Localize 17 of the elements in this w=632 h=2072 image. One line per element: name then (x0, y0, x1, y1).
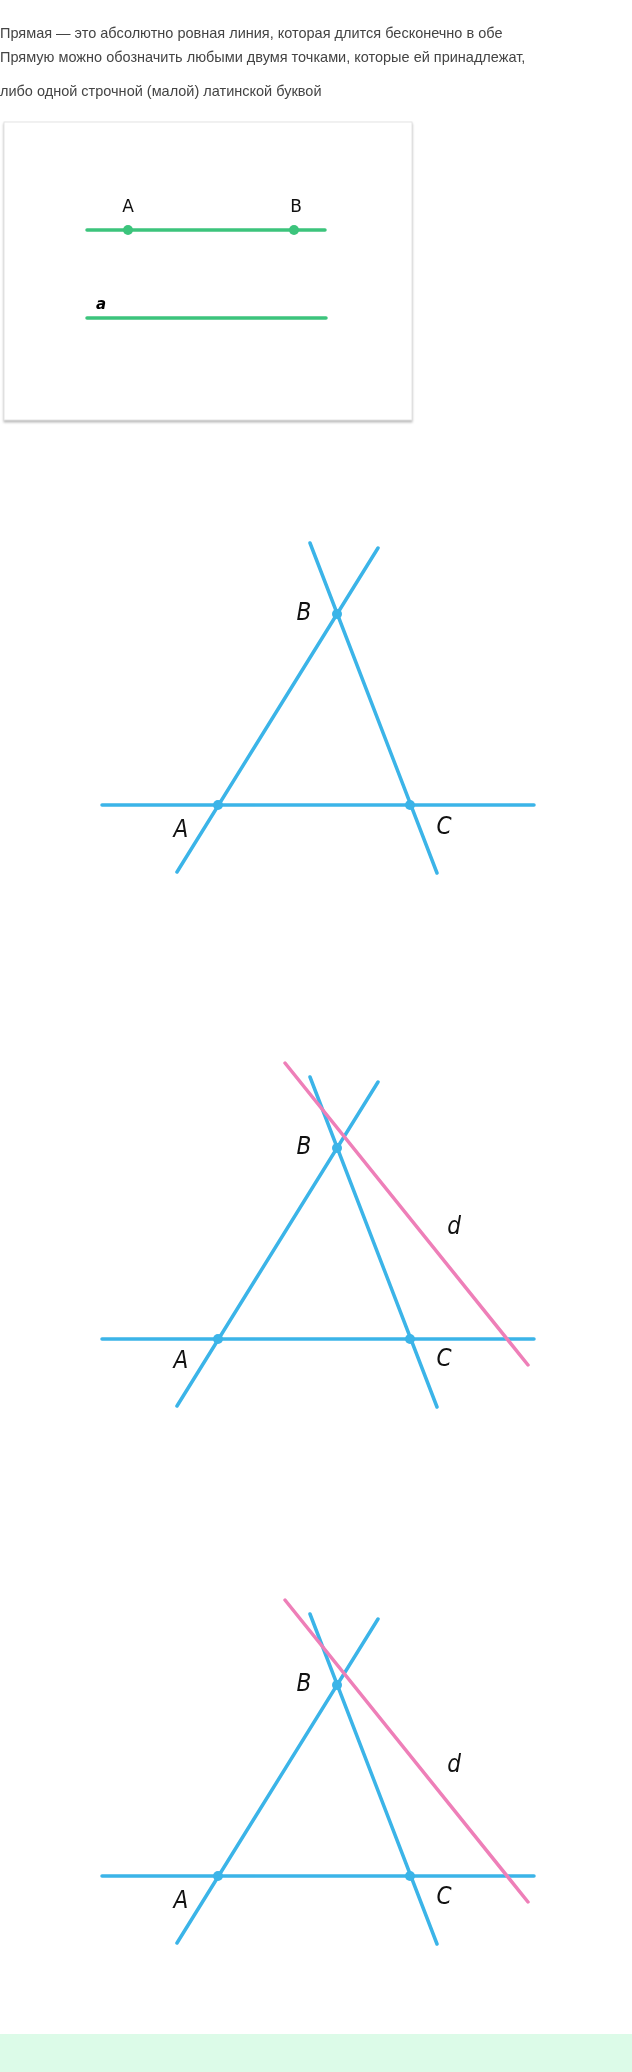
point-label: B (296, 1134, 312, 1158)
point-label: C (436, 1346, 452, 1370)
paragraph-text: Прямая — это абсолютно ровная линия, которая длится бесконечно в обе (0, 26, 503, 41)
paragraph-text: либо одной строчной (малой) латинской буквой (0, 84, 322, 99)
line-label: d (447, 1214, 461, 1238)
point-label: C (436, 1884, 452, 1908)
point-label: B (296, 1671, 312, 1695)
paragraph-text: Прямую можно обозначить любыми двумя точками, которые ей принадлежат, (0, 50, 526, 65)
point-label: A (173, 1888, 189, 1912)
point-label: A (122, 197, 134, 215)
point-label: A (173, 817, 189, 841)
point-label: B (290, 197, 302, 215)
point-label: B (296, 600, 312, 624)
line-label: d (447, 1752, 461, 1776)
line-label: a (95, 296, 107, 312)
point-label: A (173, 1348, 189, 1372)
point-label: C (436, 814, 452, 838)
